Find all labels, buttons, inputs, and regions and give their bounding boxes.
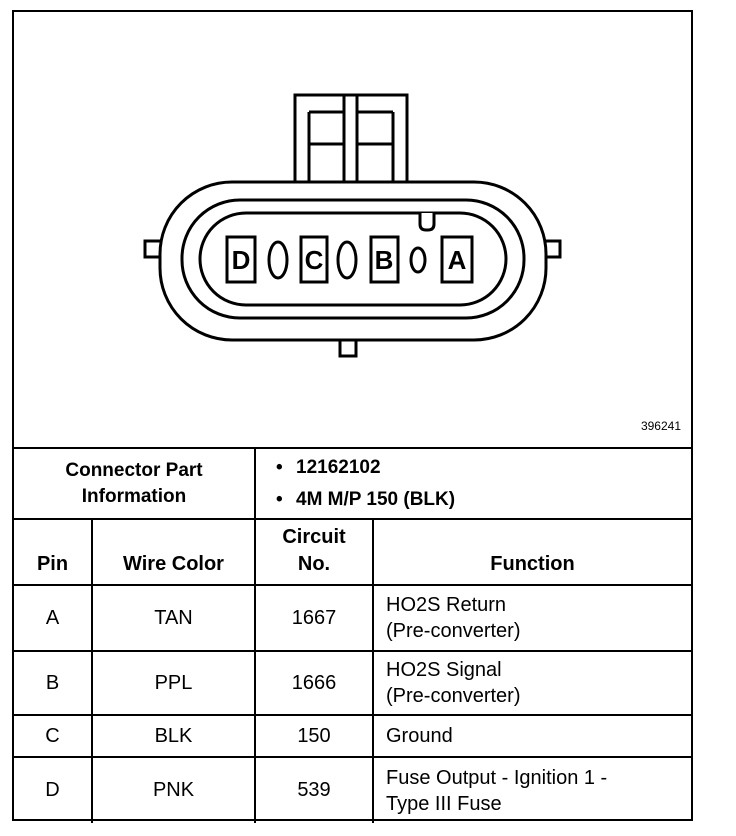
connector-part-row: Connector Part Information •12162102 •4M… (14, 447, 692, 520)
connector-housing (158, 180, 548, 342)
function-cell: Ground (371, 714, 692, 758)
terminal-c (299, 235, 329, 284)
wire-color-cell: BLK (91, 714, 256, 758)
wire-color-cell: TAN (91, 584, 256, 652)
pin-cell: D (14, 756, 93, 823)
table-row: B PPL 1666 HO2S Signal (Pre-converter) (14, 650, 692, 716)
header-function: Function (371, 518, 692, 586)
figure-id: 396241 (640, 419, 681, 433)
terminal-blank-3 (409, 246, 427, 274)
circuit-cell: 150 (254, 714, 374, 758)
wire-color-cell: PPL (91, 650, 256, 716)
header-wire-color: Wire Color (91, 518, 256, 586)
table-row: D PNK 539 Fuse Output - Ignition 1 - Typ… (14, 756, 692, 823)
terminal-a (440, 235, 474, 284)
table-row: A TAN 1667 HO2S Return (Pre-converter) (14, 584, 692, 652)
function-cell: Fuse Output - Ignition 1 - Type III Fuse (371, 756, 692, 823)
circuit-cell: 539 (254, 756, 374, 823)
pin-label-a: A (448, 245, 467, 275)
header-pin: Pin (14, 518, 93, 586)
part-number-item: •12162102 (276, 456, 381, 478)
terminal-blank-1 (267, 240, 289, 280)
pin-label-b: B (375, 245, 394, 275)
connector-cavity (198, 211, 508, 307)
wire-color-cell: PNK (91, 756, 256, 823)
pin-cell: C (14, 714, 93, 758)
header-circuit-no: Circuit No. (254, 518, 374, 586)
connector-diagram-frame: D C B A 396241 Connector Part Informatio… (12, 10, 693, 823)
circuit-cell: 1666 (254, 650, 374, 716)
terminal-b (369, 235, 400, 284)
function-cell: HO2S Signal (Pre-converter) (371, 650, 692, 716)
connector-part-list: •12162102 •4M M/P 150 (BLK) (253, 447, 692, 520)
locking-tab (293, 93, 409, 190)
circuit-cell: 1667 (254, 584, 374, 652)
pin-cell: A (14, 584, 93, 652)
pin-label-d: D (232, 245, 251, 275)
connector-illustration: D C B A 396241 (14, 12, 691, 447)
function-cell: HO2S Return (Pre-converter) (371, 584, 692, 652)
pin-cell: B (14, 650, 93, 716)
connector-inner-ring (180, 198, 526, 320)
terminal-d (225, 235, 257, 284)
table-row: C BLK 150 Ground (14, 714, 692, 758)
connector-part-label: Connector Part Information (14, 447, 256, 520)
connector-drawing: D C B A (143, 93, 562, 358)
pinout-table: Connector Part Information •12162102 •4M… (14, 447, 692, 823)
part-description-item: •4M M/P 150 (BLK) (276, 488, 456, 510)
header-row: Pin Wire Color Circuit No. Function (14, 518, 692, 586)
terminal-blank-2 (336, 240, 358, 280)
pin-label-c: C (305, 245, 324, 275)
